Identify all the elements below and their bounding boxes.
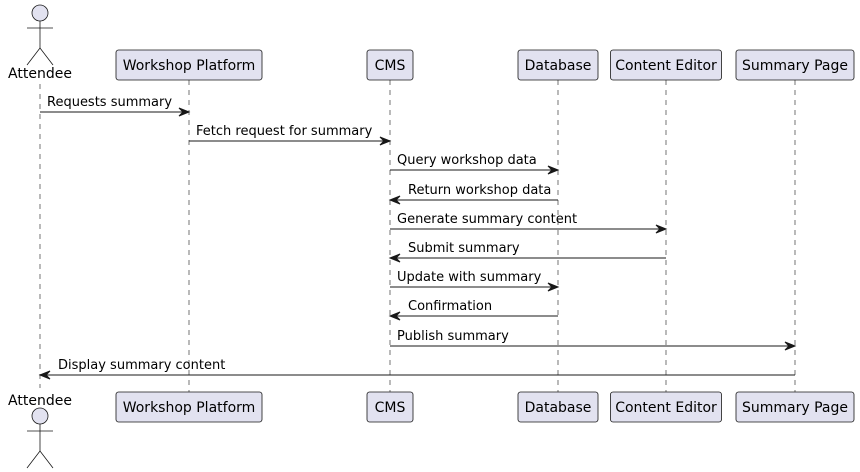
message-label: Return workshop data [408,183,551,198]
participant-label-top-cms: CMS [375,58,406,74]
message-label: Publish summary [397,329,509,344]
participant-box-top-content_editor [610,49,722,81]
actor-legs [26,47,54,66]
participant-label-bottom-summary_page: Summary Page [742,400,848,416]
actor-label-top: Attendee [8,66,72,82]
participant-label-bottom-database: Database [525,400,592,416]
message-label: Query workshop data [397,153,537,168]
participant-label-top-summary_page: Summary Page [742,58,848,74]
message-label: Confirmation [408,299,492,314]
participant-box-top-cms [366,49,414,81]
participant-box-top-summary_page [735,49,855,81]
actor-bottom-attendee [26,407,54,469]
actor-legs [26,450,54,469]
message-5: Generate summary content [390,212,668,234]
participant-box-bottom-summary_page [735,391,855,423]
participant-box-top-workshop_platform [115,49,263,81]
message-4: Return workshop data [388,183,558,205]
arrow-head [388,311,401,321]
arrow-head [379,136,392,146]
participant-label-bottom-content_editor: Content Editor [615,400,717,416]
message-label: Requests summary [47,95,172,110]
participant-label-top-workshop_platform: Workshop Platform [123,58,256,74]
participant-box-bottom-database [517,391,599,423]
participant-label-bottom-cms: CMS [375,400,406,416]
message-label: Update with summary [397,270,542,285]
participant-label-top-database: Database [525,58,592,74]
message-8: Confirmation [388,299,558,321]
actor-top-attendee [26,4,54,66]
arrow-head [388,195,401,205]
arrow-head [547,282,560,292]
participant-box-top-database [517,49,599,81]
arrow-head [388,253,401,263]
arrow-head [655,224,668,234]
message-9: Publish summary [390,329,797,351]
actor-head [31,407,49,425]
message-2: Fetch request for summary [189,124,392,146]
message-6: Submit summary [388,241,666,263]
participant-box-bottom-workshop_platform [115,391,263,423]
participant-box-bottom-content_editor [610,391,722,423]
message-label: Submit summary [408,241,520,256]
arrow-head [178,107,191,117]
actor-head [31,4,49,22]
participant-label-bottom-workshop_platform: Workshop Platform [123,400,256,416]
arrow-head [38,370,51,380]
arrow-head [784,341,797,351]
message-7: Update with summary [390,270,560,292]
participant-box-bottom-cms [366,391,414,423]
message-10: Display summary content [38,358,795,380]
message-label: Generate summary content [397,212,577,227]
message-3: Query workshop data [390,153,560,175]
message-label: Fetch request for summary [196,124,373,139]
participant-label-top-content_editor: Content Editor [615,58,717,74]
message-1: Requests summary [40,95,191,117]
message-label: Display summary content [58,358,225,373]
arrow-head [547,165,560,175]
actor-label-bottom: Attendee [8,393,72,409]
